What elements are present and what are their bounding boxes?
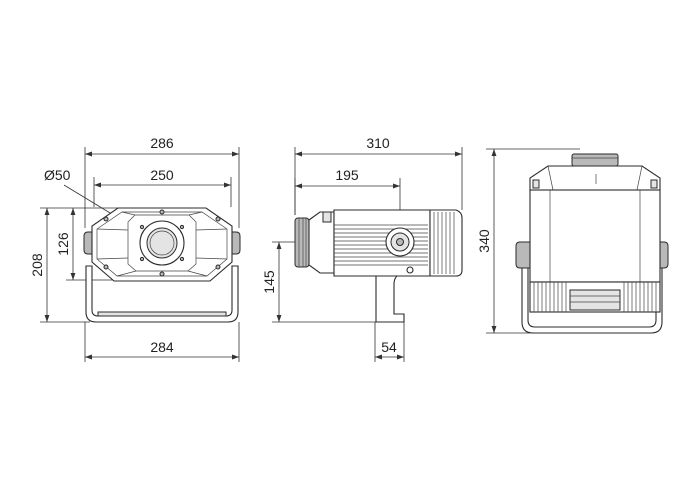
rear-view: 340 <box>476 148 669 334</box>
front-bracket-plate <box>97 311 227 317</box>
front-overall-height-label: 208 <box>29 253 45 277</box>
side-cooling-fins <box>334 224 428 266</box>
side-lens-ring <box>294 217 310 268</box>
front-bracket-width-label: 284 <box>150 339 174 355</box>
side-bracket-width-label: 54 <box>381 339 397 355</box>
rear-top-cap <box>571 153 619 167</box>
front-overall-height-dimension: 208 <box>29 207 90 323</box>
front-inner-width-dimension: 250 <box>93 167 232 207</box>
side-length-label: 310 <box>366 135 390 151</box>
rear-height-dimension: 340 <box>476 148 580 334</box>
side-rear-fins <box>433 212 455 274</box>
side-pivot-height-label: 145 <box>261 270 277 294</box>
front-bracket-width-dimension: 284 <box>84 322 240 362</box>
rear-main-body <box>529 189 661 283</box>
front-view: 286 250 Ø50 126 208 <box>29 135 241 362</box>
front-width-label: 286 <box>150 135 174 151</box>
lens-diameter-label: Ø50 <box>44 167 71 183</box>
front-width-dimension: 286 <box>84 135 240 228</box>
side-main-body <box>333 209 431 277</box>
rear-cooling-fins <box>529 281 661 313</box>
rear-left-knob <box>515 241 531 269</box>
side-bracket-width-dimension: 54 <box>374 322 405 362</box>
front-lens-inner <box>146 227 178 259</box>
front-inner-width-label: 250 <box>150 167 174 183</box>
side-view: 310 195 145 54 <box>261 135 463 362</box>
rear-height-label: 340 <box>476 229 492 253</box>
side-pivot-distance-label: 195 <box>335 167 359 183</box>
rear-top-housing <box>529 165 661 191</box>
front-inner-height-label: 126 <box>55 232 71 256</box>
front-inner-height-dimension: 126 <box>55 207 122 281</box>
side-length-dimension: 310 <box>294 135 463 215</box>
